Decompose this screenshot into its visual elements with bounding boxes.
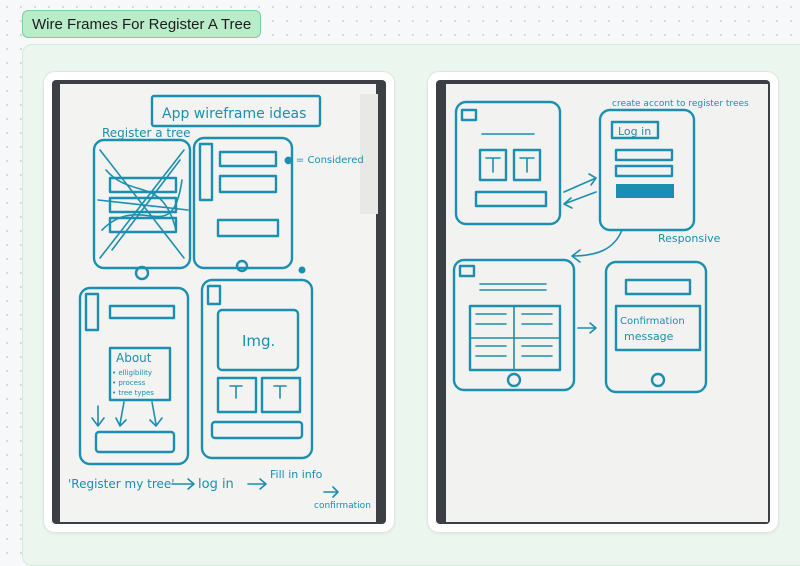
flow-step-3: Fill in info <box>270 468 323 481</box>
img-label: Img. <box>242 332 275 350</box>
wireframe-photo-left: App wireframe ideas Register a tree ● = … <box>52 80 386 524</box>
login-label: Log in <box>618 125 651 138</box>
flow-step-4: confirmation <box>314 501 371 511</box>
responsive-note: Responsive <box>658 232 721 245</box>
about-title: About <box>116 351 152 365</box>
wireframe-photo-right: Log in create accont to register trees R… <box>436 80 770 524</box>
flow-step-2: log in <box>198 477 234 492</box>
account-note: create accont to register trees <box>612 99 749 109</box>
confirmation-line-1: Confirmation <box>620 316 685 327</box>
content-section: App wireframe ideas Register a tree ● = … <box>22 44 800 566</box>
photo-card-left[interactable]: App wireframe ideas Register a tree ● = … <box>43 71 395 533</box>
flow-step-1: 'Register my tree' <box>68 477 175 491</box>
photo-card-right[interactable]: Log in create accont to register trees R… <box>427 71 779 533</box>
about-item-2: • process <box>112 379 146 387</box>
considered-legend: ● = Considered <box>284 155 364 166</box>
heading-text: App wireframe ideas <box>162 106 306 122</box>
about-item-3: • tree types <box>112 389 154 397</box>
register-label: Register a tree <box>102 126 191 140</box>
confirmation-line-2: message <box>624 330 674 343</box>
about-item-1: • elligibility <box>112 369 152 377</box>
page-title: Wire Frames For Register A Tree <box>22 10 262 38</box>
